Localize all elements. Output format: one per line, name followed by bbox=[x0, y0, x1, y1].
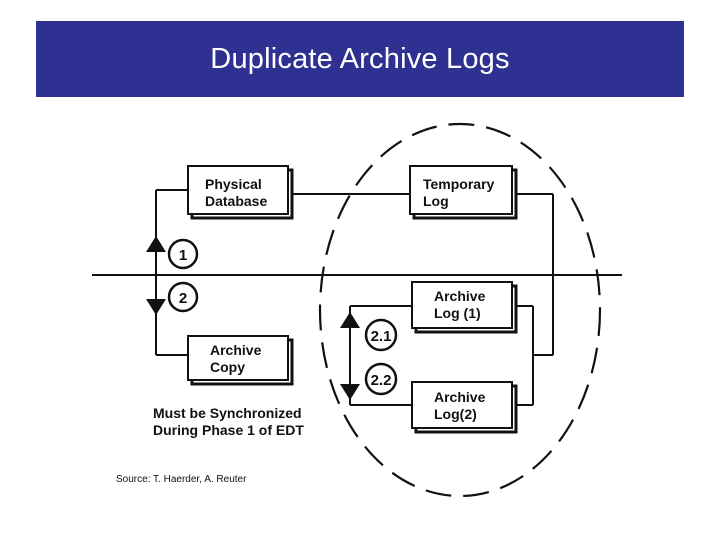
physical-database-label-2: Database bbox=[205, 193, 267, 209]
physical-database-label-1: Physical bbox=[205, 176, 262, 192]
archive-log-1-box: Archive Log (1) bbox=[411, 281, 518, 334]
temporary-log-label-1: Temporary bbox=[423, 176, 495, 192]
archive-log-1-label-1: Archive bbox=[434, 288, 486, 304]
archive-log-2-label-1: Archive bbox=[434, 389, 486, 405]
step-2-2-circle: 2.2 bbox=[364, 362, 398, 396]
step-2-2-label: 2.2 bbox=[371, 372, 392, 389]
right-connector bbox=[512, 193, 554, 406]
archive-log-2-box: Archive Log(2) bbox=[411, 381, 518, 434]
step-1-circle: 1 bbox=[167, 238, 199, 270]
left-connector bbox=[155, 189, 188, 356]
step-1-label: 1 bbox=[179, 247, 187, 264]
physical-database-box: Physical Database bbox=[187, 165, 294, 220]
archive-copy-label-1: Archive bbox=[210, 342, 262, 358]
step-2-circle: 2 bbox=[167, 281, 199, 313]
sync-note-line-1: Must be Synchronized bbox=[153, 405, 302, 421]
temporary-log-label-2: Log bbox=[423, 193, 449, 209]
archive-log-1-label-2: Log (1) bbox=[434, 305, 481, 321]
synchronization-boundary bbox=[318, 122, 602, 498]
archive-log-2-label-2: Log(2) bbox=[434, 406, 477, 422]
title-bar: Duplicate Archive Logs bbox=[36, 21, 684, 97]
step-2-1-label: 2.1 bbox=[371, 328, 392, 345]
temporary-log-box: Temporary Log bbox=[409, 165, 518, 220]
slide-title: Duplicate Archive Logs bbox=[210, 42, 510, 75]
step-2-1-circle: 2.1 bbox=[364, 318, 398, 352]
archive-copy-box: Archive Copy bbox=[187, 335, 294, 386]
sync-note-line-2: During Phase 1 of EDT bbox=[153, 422, 304, 438]
archive-copy-label-2: Copy bbox=[210, 359, 245, 375]
step-2-label: 2 bbox=[179, 290, 187, 307]
source-citation: Source: T. Haerder, A. Reuter bbox=[116, 474, 247, 485]
